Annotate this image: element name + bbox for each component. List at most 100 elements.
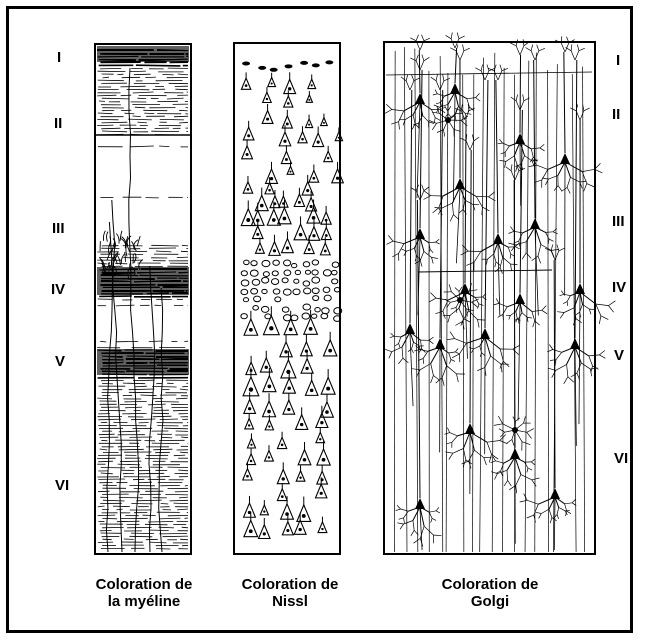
cell-nucleus	[249, 529, 253, 533]
myelin-fiber	[122, 413, 146, 414]
cell-nucleus	[300, 423, 303, 426]
myelin-fiber	[100, 68, 121, 69]
cell-nucleus	[286, 246, 289, 249]
myelin-fiber	[145, 77, 156, 78]
myelin-fiber	[101, 440, 107, 441]
apical-dendrite	[520, 55, 521, 133]
caption-golgi: Coloration de Golgi	[420, 576, 560, 610]
cell-nucleus	[281, 444, 284, 447]
myelin-fiber	[152, 443, 180, 444]
cell-nucleus	[281, 495, 284, 498]
cell-nucleus	[302, 514, 306, 518]
cell-nucleus	[250, 460, 253, 463]
cell-nucleus	[325, 234, 328, 237]
myelin-fiber	[177, 257, 188, 258]
myelin-fiber	[136, 65, 181, 66]
horizontal-cell	[242, 61, 250, 65]
dendrite	[609, 306, 614, 313]
myelin-fiber	[186, 107, 188, 108]
cell-nucleus	[309, 327, 313, 331]
cell-nucleus	[289, 328, 293, 332]
cell-nucleus	[259, 249, 261, 251]
cell-nucleus	[246, 153, 249, 156]
dendrite	[599, 355, 605, 358]
cell-nucleus	[263, 510, 265, 512]
myelin-fiber	[144, 113, 154, 114]
horizontal-cell	[325, 60, 333, 64]
myelin-fiber	[129, 536, 152, 537]
cell-nucleus	[287, 386, 291, 390]
cell-nucleus	[312, 177, 315, 180]
dendrite	[609, 301, 616, 306]
myelin-stain-panel	[95, 44, 191, 554]
myelin-fiber	[160, 119, 184, 120]
myelin-fiber	[131, 533, 154, 534]
cell-nucleus	[310, 205, 313, 208]
dendrite	[416, 35, 418, 41]
myelin-fiber	[121, 95, 132, 96]
cell-nucleus	[311, 84, 313, 86]
myelin-fiber	[173, 410, 188, 411]
golgi-stain-panel	[384, 32, 615, 554]
dendrite	[596, 304, 601, 316]
cell-nucleus	[268, 385, 272, 389]
myelin-fiber	[153, 407, 162, 408]
cell-nucleus	[249, 387, 253, 391]
cell-nucleus	[308, 248, 311, 251]
cell-nucleus	[268, 189, 271, 192]
cell-nucleus	[287, 408, 290, 411]
myelin-fiber	[187, 512, 188, 513]
cell-nucleus	[299, 233, 303, 237]
dendrite	[599, 316, 601, 324]
cell-nucleus	[323, 122, 325, 124]
caption-golgi-line1: Coloration de	[420, 576, 560, 593]
cell-nucleus	[290, 171, 292, 173]
cell-nucleus	[298, 201, 301, 204]
caption-myelin-line1: Coloration de	[74, 576, 214, 593]
cell-nucleus	[283, 217, 287, 221]
myelin-fiber	[161, 504, 169, 505]
cell-nucleus	[320, 421, 323, 424]
cell-nucleus	[268, 456, 270, 458]
cell-nucleus	[246, 218, 250, 222]
cell-nucleus	[286, 529, 289, 532]
myelin-fiber	[102, 383, 113, 384]
myelin-fiber	[99, 434, 115, 435]
cell-nucleus	[325, 219, 328, 222]
myelin-fiber	[98, 491, 110, 492]
dendrite	[599, 351, 604, 355]
golgi-panel-outline	[384, 42, 595, 554]
dendrite	[478, 320, 486, 321]
cell-nucleus	[263, 532, 266, 535]
cell-nucleus	[328, 349, 332, 353]
cell-nucleus	[338, 137, 340, 139]
myelin-fiber	[145, 524, 168, 525]
dendrite	[596, 304, 609, 306]
myelin-fiber	[98, 515, 116, 516]
dendrite	[515, 421, 516, 430]
cell-nucleus	[247, 188, 250, 191]
cell-nucleus	[249, 328, 253, 332]
cell-nucleus	[298, 528, 301, 531]
cell-nucleus	[317, 141, 320, 144]
cell-nucleus	[319, 438, 321, 440]
cell-nucleus	[284, 350, 287, 353]
cell-nucleus	[272, 218, 276, 222]
cell-nucleus	[301, 138, 304, 141]
dendrite	[446, 35, 452, 39]
dendrite	[457, 33, 459, 39]
cell-nucleus	[288, 87, 291, 90]
cell-nucleus	[266, 118, 269, 121]
horizontal-cell	[300, 61, 308, 65]
caption-nissl-line2: Nissl	[220, 593, 360, 610]
horizontal-cell	[270, 68, 278, 72]
cell-nucleus	[268, 425, 270, 427]
caption-golgi-line2: Golgi	[420, 593, 560, 610]
horizontal-cell	[312, 63, 320, 67]
cell-nucleus	[306, 189, 309, 192]
myelin-fiber	[186, 383, 188, 384]
cell-nucleus	[285, 158, 288, 161]
cell-nucleus	[247, 134, 250, 137]
cell-nucleus	[299, 477, 301, 479]
